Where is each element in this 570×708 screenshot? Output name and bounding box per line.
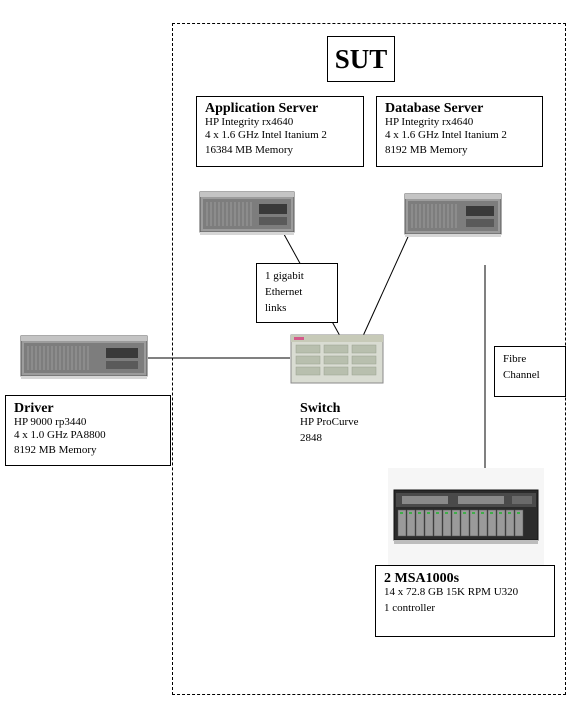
switch-title: Switch: [300, 401, 341, 416]
db-server-model: HP Integrity rx4640: [385, 116, 474, 128]
driver-server-image: [20, 335, 148, 379]
app-server-info: Application Server HP Integrity rx4640 4…: [196, 96, 364, 167]
db-server-info: Database Server HP Integrity rx4640 4 x …: [376, 96, 543, 167]
ethernet-note-line-3: links: [265, 302, 287, 314]
db-server-cpu: 4 x 1.6 GHz Intel Itanium 2: [385, 128, 507, 141]
driver-cpu: 4 x 1.0 GHz PA8800: [14, 428, 106, 441]
storage-array-image: [388, 468, 544, 566]
switch-info: Switch HP ProCurve 2848: [300, 401, 410, 444]
db-server-memory: 8192 MB Memory: [385, 144, 468, 156]
storage-title: 2 MSA1000s: [384, 571, 460, 586]
storage-controller: 1 controller: [384, 601, 436, 614]
storage-info: 2 MSA1000s 14 x 72.8 GB 15K RPM U320 1 c…: [375, 565, 555, 637]
app-server-image: [199, 191, 295, 235]
app-server-cpu: 4 x 1.6 GHz Intel Itanium 2: [205, 128, 327, 141]
app-server-title: Application Server: [205, 101, 319, 116]
sut-title: SUT: [327, 36, 395, 82]
switch-model: HP ProCurve: [300, 416, 359, 428]
storage-disks: 14 x 72.8 GB 15K RPM U320: [384, 586, 519, 598]
ethernet-note-line-2: Ethernet: [265, 286, 303, 298]
ethernet-note-line-1: 1 gigabit: [265, 270, 304, 282]
driver-model: HP 9000 rp3440: [14, 416, 87, 428]
fibre-note-line-1: Fibre: [503, 353, 527, 365]
driver-title: Driver: [14, 401, 54, 416]
driver-info: Driver HP 9000 rp3440 4 x 1.0 GHz PA8800…: [5, 395, 171, 466]
db-server-title: Database Server: [385, 101, 484, 116]
ethernet-links-note: 1 gigabit Ethernet links: [256, 263, 338, 323]
db-server-switch-link: [362, 227, 413, 337]
app-server-model: HP Integrity rx4640: [205, 116, 294, 128]
fibre-channel-note: Fibre Channel: [494, 346, 566, 397]
switch-model-number: 2848: [300, 431, 322, 444]
fibre-note-line-2: Channel: [503, 369, 540, 381]
app-server-memory: 16384 MB Memory: [205, 144, 293, 156]
switch-image: [290, 334, 384, 384]
driver-memory: 8192 MB Memory: [14, 444, 97, 456]
db-server-image: [404, 193, 502, 237]
